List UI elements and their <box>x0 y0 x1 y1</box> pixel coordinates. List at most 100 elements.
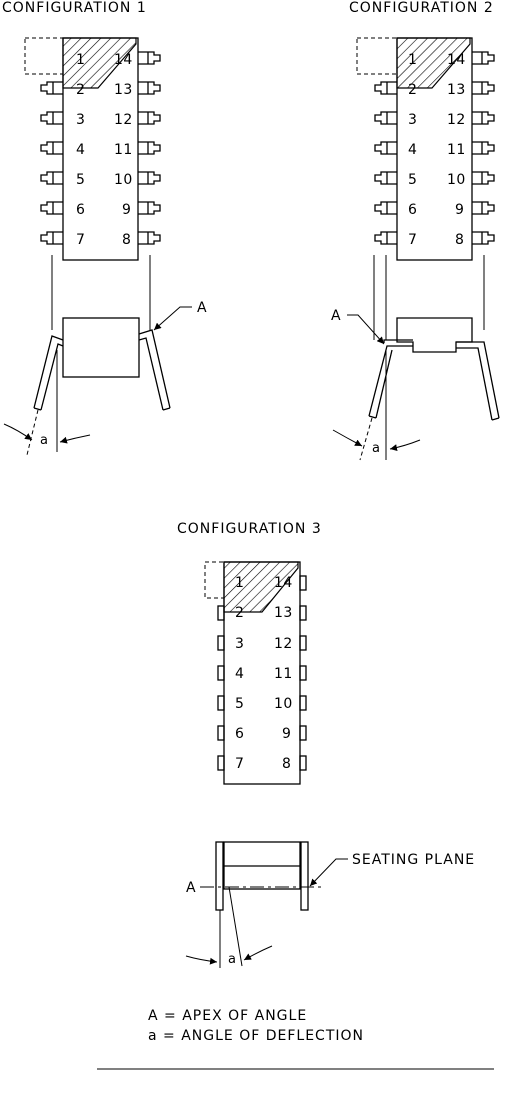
config1-side-view: A a <box>4 300 208 455</box>
pin-label: 13 <box>274 605 293 621</box>
pin-label: 8 <box>455 232 464 248</box>
lead-tab <box>138 52 160 64</box>
lead-tab <box>472 142 494 154</box>
pin-label: 10 <box>274 696 293 712</box>
pin-label: 14 <box>274 575 293 591</box>
config2-pin1-index-dashed <box>357 38 397 74</box>
lead-tab <box>41 82 63 94</box>
pin-label: 6 <box>235 726 244 742</box>
config1-apex-leader <box>154 307 192 330</box>
pin-label: 14 <box>114 52 133 68</box>
lead-tab <box>375 232 397 244</box>
pin-label: 11 <box>274 666 293 682</box>
config2-top-view: 1 2 3 4 5 6 7 14 13 12 11 10 9 8 <box>357 38 494 260</box>
pin-label: 7 <box>235 756 244 772</box>
pin-label: 7 <box>76 232 85 248</box>
legend-line-1: A = APEX OF ANGLE <box>148 1008 307 1024</box>
config3-pin1-index-dashed <box>205 562 225 598</box>
legend-line-2: a = ANGLE OF DEFLECTION <box>148 1028 364 1044</box>
lead-tab <box>138 232 160 244</box>
pin-label: 8 <box>122 232 131 248</box>
config1-pin1-index-dashed <box>25 38 65 74</box>
config2-right-lead <box>456 342 499 418</box>
config3-apex-label: A <box>186 880 197 896</box>
pin-label: 6 <box>76 202 85 218</box>
lead-tab <box>375 172 397 184</box>
config1-left-lead <box>34 336 63 408</box>
lead-tab <box>138 82 160 94</box>
config3-angle-arrow-left <box>186 956 217 962</box>
pin-label: 4 <box>408 142 417 158</box>
config3-seating-label: SEATING PLANE <box>352 852 475 868</box>
config1-group: CONFIGURATION 1 1 2 3 4 5 6 7 14 13 12 <box>2 0 208 455</box>
lead-tab <box>138 112 160 124</box>
legend: A = APEX OF ANGLE a = ANGLE OF DEFLECTIO… <box>148 1008 364 1044</box>
pin-label: 11 <box>114 142 133 158</box>
config1-apex-label: A <box>197 300 208 316</box>
lead-tab <box>300 666 306 680</box>
pin-label: 13 <box>114 82 133 98</box>
config2-group: CONFIGURATION 2 1 2 3 4 5 6 7 14 13 12 1… <box>331 0 499 460</box>
pin-label: 1 <box>408 52 417 68</box>
config1-top-view: 1 2 3 4 5 6 7 14 13 12 11 10 9 8 <box>25 38 160 260</box>
lead-tab <box>300 756 306 770</box>
lead-tab <box>41 202 63 214</box>
lead-tab <box>218 636 224 650</box>
config1-angle-arrow-right <box>60 435 90 442</box>
lead-tab <box>375 142 397 154</box>
lead-tab <box>472 172 494 184</box>
config1-deflection-line <box>27 410 38 455</box>
config3-group: CONFIGURATION 3 1 2 3 4 5 6 7 14 13 12 1… <box>177 521 475 968</box>
config2-deflection-line <box>360 418 372 460</box>
lead-tab <box>41 172 63 184</box>
pin-label: 13 <box>447 82 466 98</box>
config1-right-lead-inner <box>139 338 163 410</box>
lead-tab <box>472 52 494 64</box>
lead-tab <box>375 112 397 124</box>
lead-tab <box>300 726 306 740</box>
config2-apex-label: A <box>331 308 342 324</box>
pin-label: 7 <box>408 232 417 248</box>
lead-tab <box>472 232 494 244</box>
config2-side-body <box>397 318 472 352</box>
lead-tab <box>300 636 306 650</box>
config1-title: CONFIGURATION 1 <box>2 0 147 16</box>
pin-label: 2 <box>235 605 244 621</box>
lead-tab <box>300 606 306 620</box>
lead-tab <box>375 82 397 94</box>
lead-tab <box>300 696 306 710</box>
pin-label: 10 <box>447 172 466 188</box>
config2-title: CONFIGURATION 2 <box>349 0 494 16</box>
config2-right-lead-inner <box>456 348 492 420</box>
pin-label: 6 <box>408 202 417 218</box>
pin-label: 3 <box>235 636 244 652</box>
lead-tab <box>472 112 494 124</box>
config3-left-lead <box>216 842 223 910</box>
lead-tab <box>472 82 494 94</box>
config2-angle-label: a <box>372 441 380 456</box>
config3-title: CONFIGURATION 3 <box>177 521 322 537</box>
pin-label: 12 <box>114 112 133 128</box>
config3-right-lead <box>301 842 308 910</box>
pin-label: 10 <box>114 172 133 188</box>
pin-label: 9 <box>122 202 131 218</box>
lead-tab <box>218 666 224 680</box>
lead-tab <box>138 142 160 154</box>
pin-label: 5 <box>408 172 417 188</box>
lead-tab <box>41 232 63 244</box>
lead-tab <box>138 202 160 214</box>
pin-label: 3 <box>76 112 85 128</box>
lead-tab <box>218 696 224 710</box>
lead-tab <box>41 142 63 154</box>
pin-label: 4 <box>76 142 85 158</box>
config3-seating-leader <box>310 859 348 886</box>
lead-tab <box>138 172 160 184</box>
config3-angle-arrow-right <box>244 946 272 960</box>
config1-right-lead <box>139 330 170 408</box>
config3-top-view: 1 2 3 4 5 6 7 14 13 12 11 10 9 8 <box>205 562 306 784</box>
pin-label: 12 <box>274 636 293 652</box>
lead-tab <box>218 606 224 620</box>
pin-label: 2 <box>408 82 417 98</box>
pin-label: 5 <box>235 696 244 712</box>
